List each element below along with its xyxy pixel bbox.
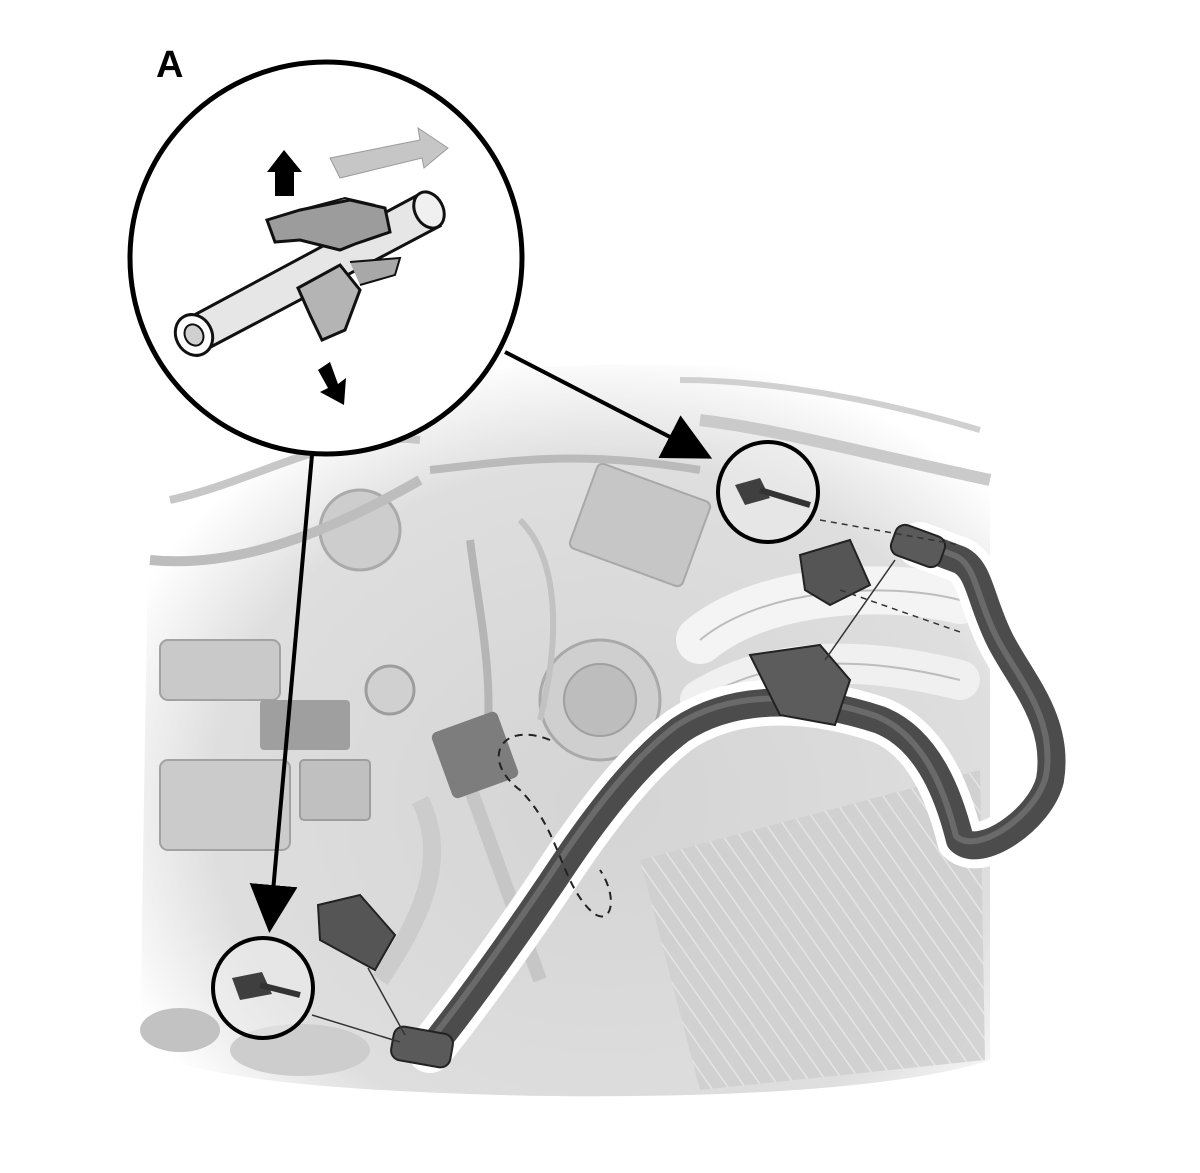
arrow-right-icon bbox=[329, 126, 449, 179]
coolant-hose bbox=[390, 522, 1075, 1073]
lower-clip-parts bbox=[311, 893, 406, 1043]
detail-clip bbox=[265, 196, 402, 342]
hose-route-dashed-line bbox=[497, 733, 612, 918]
connection-circle-lower bbox=[211, 936, 315, 1040]
detail-view-a bbox=[127, 59, 525, 457]
arrow-down-icon bbox=[318, 362, 346, 405]
connection-circle-upper bbox=[716, 440, 820, 544]
leader-arrows bbox=[249, 350, 713, 933]
upper-clip-parts bbox=[748, 519, 961, 727]
callout-label-a: A bbox=[156, 44, 184, 86]
arrow-up-icon bbox=[267, 150, 302, 196]
